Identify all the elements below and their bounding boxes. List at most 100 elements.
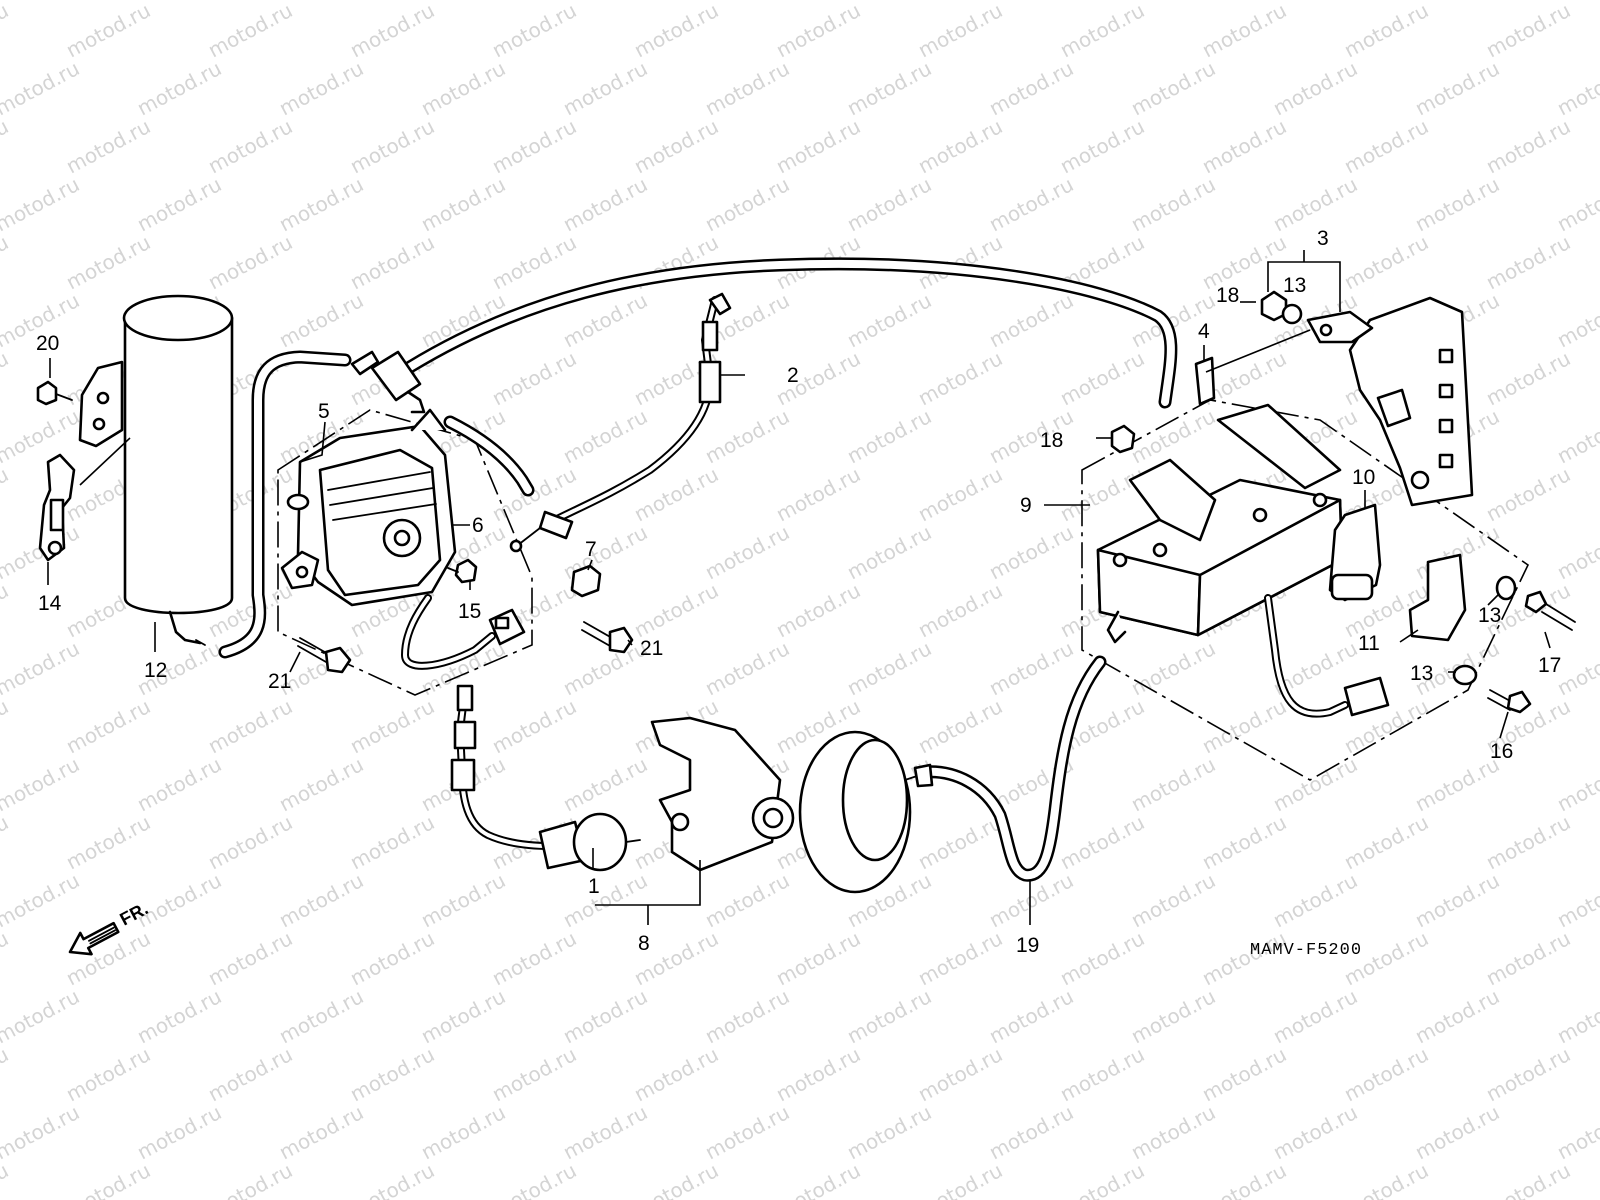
watermark-text: motod.ru [417,868,509,932]
callout-15: 15 [458,600,481,623]
watermark-text: motod.ru [914,926,1006,990]
watermark-text: motod.ru [985,1100,1077,1164]
watermark-text: motod.ru [204,114,296,178]
callout-labels: 20 14 12 5 6 15 21 2 7 21 1 8 19 3 18 13… [36,227,1561,957]
watermark-text: motod.ru [488,346,580,410]
watermark-text: motod.ru [914,810,1006,874]
watermark-text: motod.ru [0,404,83,468]
diagram-code: MAMV-F5200 [1250,941,1362,960]
watermark-text: motod.ru [1553,56,1600,120]
watermark-text: motod.ru [559,1100,651,1164]
bolt-20 [36,380,73,406]
watermark-text: motod.ru [1127,56,1219,120]
washer-13-top [1281,303,1303,325]
watermark-text: motod.ru [843,1100,935,1164]
watermark-text: motod.ru [62,1042,154,1106]
watermark-text: motod.ru [0,56,83,120]
watermark-text: motod.ru [772,1158,864,1200]
valve-wire [401,594,526,670]
watermark-text: motod.ru [1340,810,1432,874]
watermark-text: motod.ru [62,230,154,294]
watermark-text: motod.ru [701,1100,793,1164]
watermark-text: motod.ru [843,520,935,584]
watermark-text: motod.ru [1340,114,1432,178]
valve-6 [280,408,457,607]
watermark-text: motod.ru [1198,0,1290,62]
watermark-text: motod.ru [914,114,1006,178]
watermark-text: motod.ru [0,752,83,816]
bolt-21-left [297,637,352,674]
watermark-text: motod.ru [1056,1042,1148,1106]
watermark-text: motod.ru [275,56,367,120]
watermark-text: motod.ru [275,0,367,4]
watermark-text: motod.ru [1127,1100,1219,1164]
watermark-text: motod.ru [417,1100,509,1164]
clamp-4 [1194,356,1216,406]
watermark-text: motod.ru [559,868,651,932]
watermark-text: motod.ru [417,984,509,1048]
watermark-text: motod.ru [0,810,12,874]
watermark-text: motod.ru [133,172,225,236]
watermark-text: motod.ru [772,578,864,642]
watermark-text: motod.ru [1411,868,1503,932]
watermark-text: motod.ru [914,1042,1006,1106]
watermark-text: motod.ru [1411,172,1503,236]
callout-8: 8 [638,932,650,955]
hose-19 [918,655,1107,882]
watermark-text: motod.ru [0,636,83,700]
watermark-text: motod.ru [701,0,793,4]
assembly-outline-right [1081,399,1530,781]
watermark-text: motod.ru [1269,752,1361,816]
callout-7: 7 [585,538,597,561]
watermark-text: motod.ru [346,694,438,758]
watermark-text: motod.ru [1553,752,1600,816]
watermark-text: motod.ru [843,56,935,120]
watermark-text: motod.ru [346,810,438,874]
watermark-text: motod.ru [1198,810,1290,874]
watermark-text: motod.ru [1553,984,1600,1048]
watermark-text: motod.ru [0,172,83,236]
watermark-text: motod.ru [559,172,651,236]
bolt-21-middle [581,621,634,654]
washer-13-right-upper [1495,575,1517,601]
cable-2 [509,292,732,553]
watermark-text: motod.ru [275,172,367,236]
watermark-text: motod.ru [1482,230,1574,294]
watermark-text: motod.ru [1269,868,1361,932]
watermark-text: motod.ru [843,288,935,352]
watermark-text: motod.ru [1340,1158,1432,1200]
watermark-text: motod.ru [1482,810,1574,874]
watermark-text: motod.ru [0,0,12,62]
watermark-text: motod.ru [914,578,1006,642]
callout-10: 10 [1352,466,1375,489]
leader-lines [47,250,1551,925]
callout-13-right-lower: 13 [1410,662,1433,685]
watermark-text: motod.ru [346,926,438,990]
watermark-text: motod.ru [843,636,935,700]
watermark-text: motod.ru [1411,984,1503,1048]
watermark-text: motod.ru [1269,172,1361,236]
watermark-text: motod.ru [62,694,154,758]
watermark-text: motod.ru [772,926,864,990]
callout-19: 19 [1016,934,1039,957]
watermark-text: motod.ru [1482,114,1574,178]
watermark-text: motod.ru [985,636,1077,700]
watermark-text: motod.ru [843,172,935,236]
watermark-text: motod.ru [204,926,296,990]
callout-1: 1 [588,875,600,898]
callout-4: 4 [1198,320,1210,343]
watermark-text: motod.ru [1056,0,1148,62]
watermark-text: motod.ru [843,984,935,1048]
watermark-text: motod.ru [1056,1158,1148,1200]
watermark-text: motod.ru [1553,868,1600,932]
watermark-text: motod.ru [204,1158,296,1200]
hose-joint [350,350,426,414]
watermark-text: motod.ru [0,230,12,294]
watermark-text: motod.ru [1411,0,1503,4]
pad-11 [1408,553,1467,642]
watermark-text: motod.ru [1411,1100,1503,1164]
watermark-text: motod.ru [1553,172,1600,236]
canister-12 [78,294,234,646]
watermark-text: motod.ru [62,810,154,874]
bolt-16 [1487,689,1532,714]
